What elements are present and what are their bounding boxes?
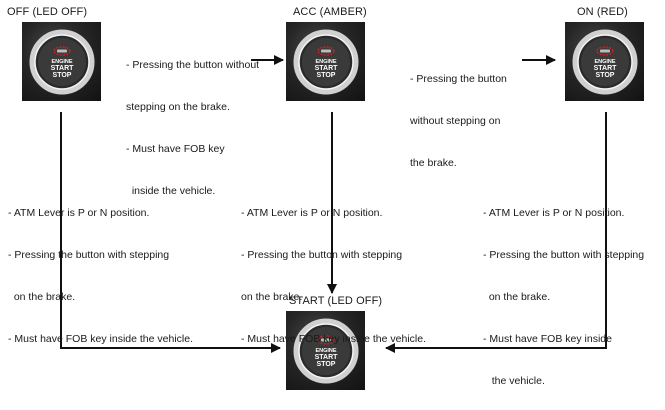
button-label-line1: ENGINE [51, 59, 72, 65]
start-stop-button-start: ENGINE START STOP [286, 311, 365, 390]
start-stop-button-acc: ENGINE START STOP [286, 22, 365, 101]
arrow-off-to-start [60, 112, 281, 353]
note-line: - Must have FOB key inside the vehicle. [241, 333, 426, 345]
button-label-line1: ENGINE [315, 348, 336, 354]
note-line: the brake. [410, 157, 457, 169]
button-label-line2: START [315, 65, 339, 72]
note-line: - Pressing the button [410, 73, 507, 85]
state-title-start: START (LED OFF) [289, 295, 383, 307]
note-line: without stepping on [410, 115, 501, 127]
note-line: - ATM Lever is P or N position. [241, 207, 383, 219]
arrow-on-to-start [385, 112, 607, 353]
button-label-line3: STOP [317, 361, 336, 368]
state-title-on: ON (RED) [577, 6, 628, 18]
note-line: the vehicle. [483, 375, 545, 387]
note-line: - Pressing the button without [126, 59, 260, 71]
led-indicator [317, 335, 335, 345]
state-title-acc: ACC (AMBER) [293, 6, 367, 18]
note-off-to-acc: - Pressing the button without stepping o… [126, 30, 259, 212]
note-acc-to-on: - Pressing the button without stepping o… [410, 44, 507, 184]
state-title-off: OFF (LED OFF) [7, 6, 88, 18]
button-label-line2: START [594, 65, 618, 72]
start-stop-button-on: ENGINE START STOP [565, 22, 644, 101]
note-line: - ATM Lever is P or N position. [8, 207, 150, 219]
note-line: - ATM Lever is P or N position. [483, 207, 625, 219]
led-indicator [53, 46, 71, 56]
note-line: - Must have FOB key inside [483, 333, 612, 345]
button-label-line1: ENGINE [315, 59, 336, 65]
note-line: inside the vehicle. [126, 185, 216, 197]
note-line: - Pressing the button with stepping [8, 249, 170, 261]
note-line: on the brake. [483, 291, 551, 303]
note-line: - Must have FOB key inside the vehicle. [8, 333, 193, 345]
note-acc-to-start: - ATM Lever is P or N position. - Pressi… [241, 178, 426, 360]
button-label-line1: ENGINE [594, 59, 615, 65]
note-on-to-start: - ATM Lever is P or N position. - Pressi… [483, 178, 644, 402]
note-line: - Pressing the button with stepping [241, 249, 403, 261]
note-off-to-start: - ATM Lever is P or N position. - Pressi… [8, 178, 193, 360]
button-label-line2: START [315, 354, 339, 361]
note-line: stepping on the brake. [126, 101, 230, 113]
start-stop-button-off: ENGINE START STOP [22, 22, 101, 101]
note-line: - Pressing the button with stepping [483, 249, 645, 261]
button-label-line3: STOP [53, 72, 72, 79]
note-line: on the brake. [8, 291, 76, 303]
note-line: - Must have FOB key [126, 143, 225, 155]
led-indicator [317, 46, 335, 56]
note-line: on the brake. [241, 291, 303, 303]
led-indicator [596, 46, 614, 56]
button-label-line2: START [51, 65, 75, 72]
button-label-line3: STOP [317, 72, 336, 79]
button-label-line3: STOP [596, 72, 615, 79]
